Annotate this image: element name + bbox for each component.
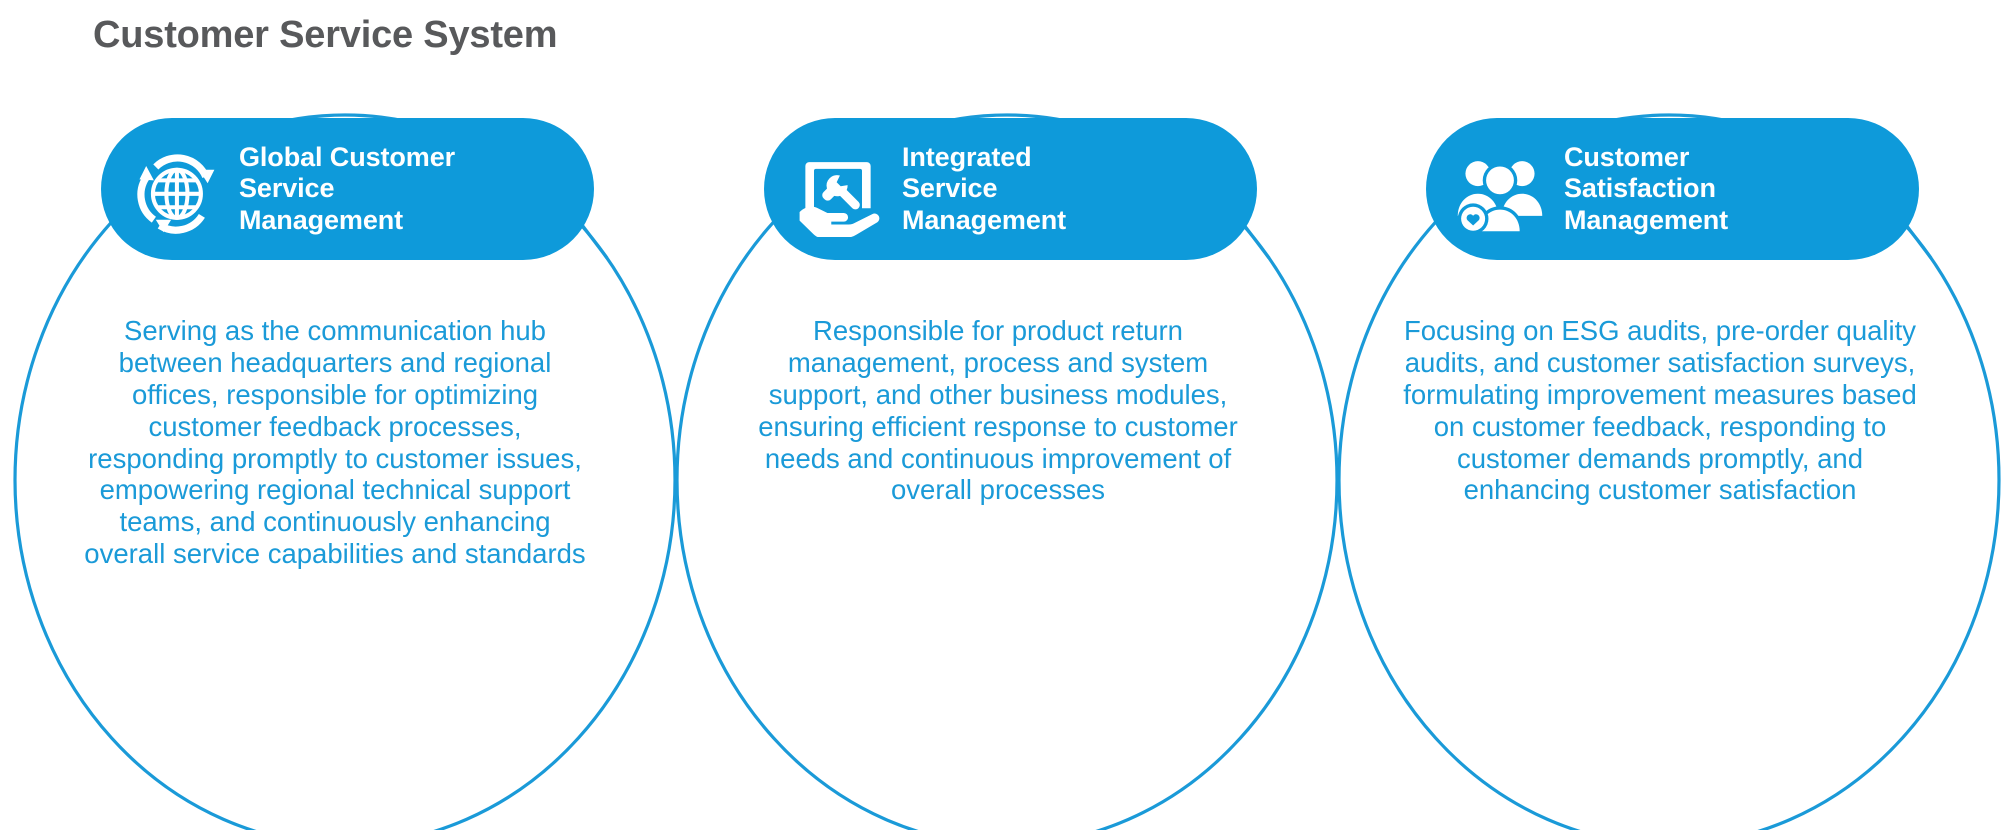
card-body-1: Serving as the communication hub between…	[84, 315, 586, 570]
card-global-customer-service-management[interactable]: Global Customer Service Management Servi…	[15, 105, 655, 830]
card-title-3: Customer Satisfaction Management	[1564, 142, 1728, 236]
hand-screen-wrench-icon	[790, 141, 886, 237]
card-title-line: Global Customer	[239, 142, 456, 173]
card-title-2: Integrated Service Management	[902, 142, 1066, 236]
card-title-line: Service	[902, 173, 998, 204]
card-header-pill-3[interactable]: Customer Satisfaction Management	[1426, 118, 1919, 260]
card-customer-satisfaction-management[interactable]: Customer Satisfaction Management Focusin…	[1340, 105, 1980, 830]
card-title-line: Management	[1564, 204, 1729, 235]
card-body-3: Focusing on ESG audits, pre-order qualit…	[1403, 315, 1917, 506]
page-title: Customer Service System	[93, 14, 558, 56]
card-integrated-service-management[interactable]: Integrated Service Management Responsibl…	[678, 105, 1318, 830]
card-title-1: Global Customer Service Management	[239, 142, 455, 236]
card-title-line: Service	[239, 173, 335, 204]
card-title-line: Management	[902, 204, 1067, 235]
card-header-pill-2[interactable]: Integrated Service Management	[764, 118, 1257, 260]
card-body-2: Responsible for product return managemen…	[758, 315, 1238, 506]
card-title-line: Management	[239, 204, 404, 235]
card-title-line: Satisfaction	[1564, 173, 1716, 204]
card-title-line: Integrated	[902, 142, 1032, 173]
people-group-heart-icon	[1452, 141, 1548, 237]
card-header-pill-1[interactable]: Global Customer Service Management	[101, 118, 594, 260]
globe-refresh-icon	[127, 141, 223, 237]
card-title-line: Customer	[1564, 142, 1690, 173]
